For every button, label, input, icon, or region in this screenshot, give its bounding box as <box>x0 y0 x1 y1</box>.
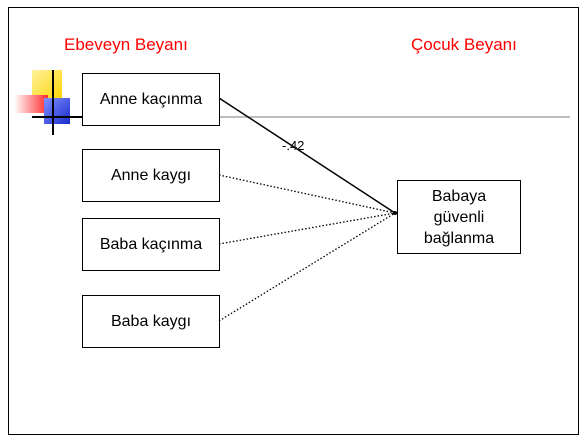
heading-child-report: Çocuk Beyanı <box>411 35 517 54</box>
path-anne-kacinma <box>218 97 396 214</box>
box-anne-kaygi: Anne kaygı <box>82 149 220 202</box>
path-anne-kaygi <box>218 174 396 214</box>
horizontal-rule-short <box>32 116 84 118</box>
red-square <box>14 95 48 113</box>
path-baba-kaygi <box>218 212 396 322</box>
slide-corner-squares-icon <box>14 70 84 135</box>
box-baba-kacinma: Baba kaçınma <box>82 218 220 271</box>
path-coefficient-label: -.42 <box>282 138 305 153</box>
slide-frame <box>8 7 579 435</box>
blue-square <box>44 98 70 124</box>
heading-parent-report: Ebeveyn Beyanı <box>64 35 188 54</box>
vertical-rule <box>52 70 54 135</box>
box-outcome: Babaya güvenli bağlanma <box>397 180 521 254</box>
box-anne-kacinma: Anne kaçınma <box>82 73 220 126</box>
box-baba-kaygi: Baba kaygı <box>82 295 220 348</box>
path-junction <box>393 211 397 215</box>
